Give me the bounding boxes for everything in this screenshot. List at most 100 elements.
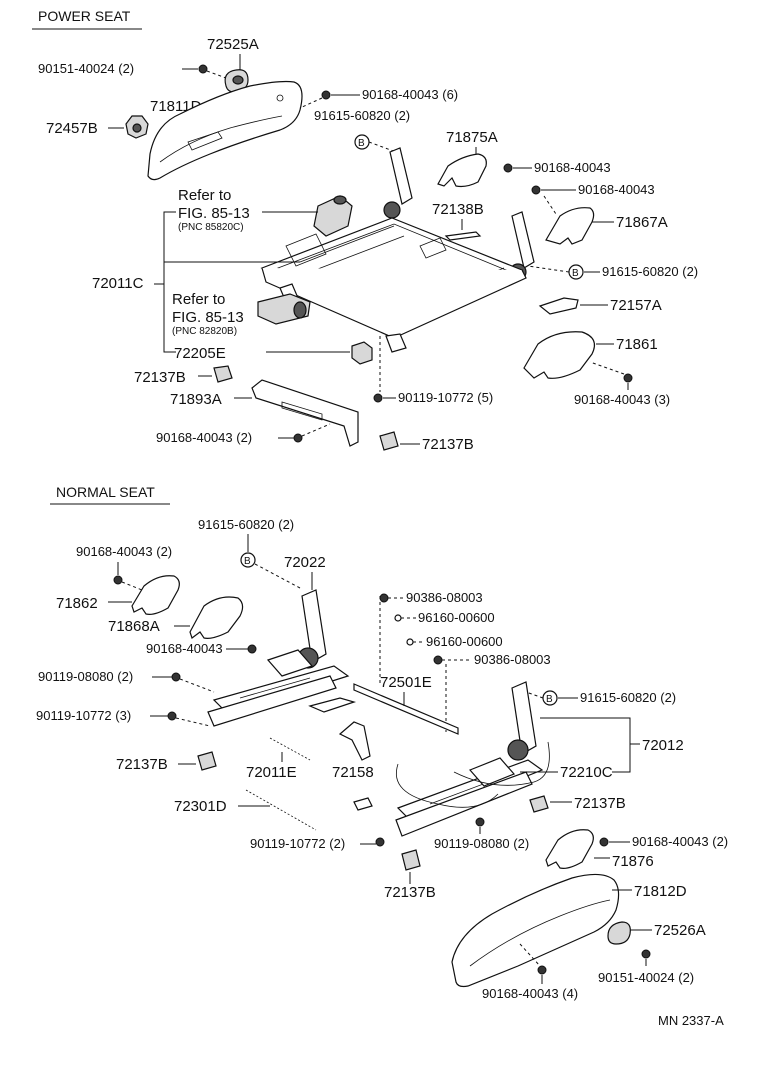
screw-n-90119-10772-2 [375,837,385,847]
ref2-pnc: (PNC 82820B) [172,326,237,337]
screw-n-90168-40043-4 [537,965,547,975]
ref2-refer-to: Refer to [172,291,225,308]
part-72158 [338,721,371,761]
label-72210C: 72210C [560,764,613,781]
spring-72011E [269,737,311,761]
marker-n-b-right: B [542,690,558,706]
seat-track-72022 [207,589,357,727]
screw-90119-10772-5 [373,393,383,403]
label-72158: 72158 [332,764,374,781]
label-n-90168-40043-4: 90168-40043 (4) [482,986,578,1001]
cover-71893A [251,379,359,447]
label-71862: 71862 [56,595,98,612]
label-n-90119-10772-3: 90119-10772 (3) [36,708,131,723]
label-71875A: 71875A [446,129,498,146]
label-n-90168-40043-2b: 90168-40043 (2) [632,834,728,849]
label-71893A: 71893A [170,391,222,408]
ref1-refer-to: Refer to [178,187,231,204]
label-72205E: 72205E [174,345,226,362]
marker-n-b-right-letter: B [546,694,553,705]
label-71868A: 71868A [108,618,160,635]
nut-90386-08003-a [379,593,389,603]
spring-72138B [444,231,482,241]
normal-seat-title: NORMAL SEAT [56,484,155,500]
label-72157A: 72157A [610,297,662,314]
screw-90168-40043-6 [321,90,331,100]
power-seat-section: POWER SEAT 72525A 90151-40024 (2) 71811D… [32,8,698,453]
power-seat-title: POWER SEAT [38,8,131,24]
part-72205E [351,341,373,365]
label-n-90119-10772-2: 90119-10772 (2) [250,836,345,851]
label-90386-08003-b: 90386-08003 [474,652,551,667]
label-96160-00600-a: 96160-00600 [418,610,495,625]
label-90151-40024: 90151-40024 (2) [38,61,134,76]
label-72022: 72022 [284,554,326,571]
washer-96160-00600-a [394,614,402,622]
label-71867A: 71867A [616,214,668,231]
ref1-pnc: (PNC 85820C) [178,222,244,233]
ref1-fig: FIG. 85-13 [178,205,250,222]
cover-71862 [131,575,180,615]
label-72011C: 72011C [92,275,144,292]
footer-code: MN 2337-A [658,1013,724,1028]
marker-n-b-top-letter: B [244,556,251,567]
screw-n-90168-40043-2 [113,575,123,585]
knob-72526A [607,921,631,945]
label-90386-08003-a: 90386-08003 [406,590,483,605]
label-90168-40043-6: 90168-40043 (6) [362,87,458,102]
label-n-90119-08080-2a: 90119-08080 (2) [38,669,133,684]
screw-90168-40043-b [531,185,541,195]
washer-96160-00600-b [406,638,414,646]
label-72137B-b: 72137B [422,436,474,453]
screw-90168-40043-3 [623,373,633,383]
screw-n-90119-08080-2a [171,672,181,682]
label-n-91615-60820-top: 91615-60820 (2) [198,517,294,532]
part-72137B-b [379,431,399,451]
marker-b-top-letter: B [358,138,365,149]
label-71876: 71876 [612,853,654,870]
marker-b-top: B [354,134,370,150]
label-72501E: 72501E [380,674,432,691]
screw-n-90119-08080-2b [475,817,485,827]
label-n-91615-60820-right: 91615-60820 (2) [580,690,676,705]
label-72457B: 72457B [46,120,98,137]
label-71861: 71861 [616,336,658,353]
label-n-72137B-b: 72137B [574,795,626,812]
cover-71875A [437,153,487,188]
label-91615-60820-right: 91615-60820 (2) [602,264,698,279]
part-n-72137B-c [401,849,421,871]
label-n-90119-08080-2b: 90119-08080 (2) [434,836,529,851]
label-n-90151-40024: 90151-40024 (2) [598,970,694,985]
part-n-72137B-a [197,751,217,771]
label-91615-60820-top: 91615-60820 (2) [314,108,410,123]
bracket-72011C [163,211,176,353]
screw-n-90119-10772-3 [167,711,177,721]
label-72526A: 72526A [654,922,706,939]
label-96160-00600-b: 96160-00600 [426,634,503,649]
cover-71861 [523,331,595,379]
label-90168-40043-2: 90168-40043 (2) [156,430,252,445]
label-90168-40043-b: 90168-40043 [578,182,655,197]
label-72525A: 72525A [207,36,259,53]
marker-n-b-top: B [240,552,256,568]
label-90168-40043-3: 90168-40043 (3) [574,392,670,407]
nut-90386-08003-b [433,655,443,665]
cover-71867A [545,207,595,245]
screw-90151-40024 [198,64,208,74]
ref2-fig: FIG. 85-13 [172,309,244,326]
label-72012: 72012 [642,737,684,754]
screw-90168-40043-a [503,163,513,173]
normal-seat-section: NORMAL SEAT 91615-60820 (2) B 72022 9016… [36,484,728,1001]
marker-b-right-letter: B [572,268,579,279]
seat-track-72012 [353,681,550,837]
cable-72301D [245,789,317,831]
bar-72501E [353,683,459,735]
label-n-90168-40043: 90168-40043 [146,641,223,656]
label-71812D: 71812D [634,883,687,900]
screw-n-90168-40043 [247,644,257,654]
part-72137B-a [213,365,233,383]
label-90119-10772-5: 90119-10772 (5) [398,390,493,405]
cover-71876 [545,829,594,869]
label-90168-40043-a: 90168-40043 [534,160,611,175]
